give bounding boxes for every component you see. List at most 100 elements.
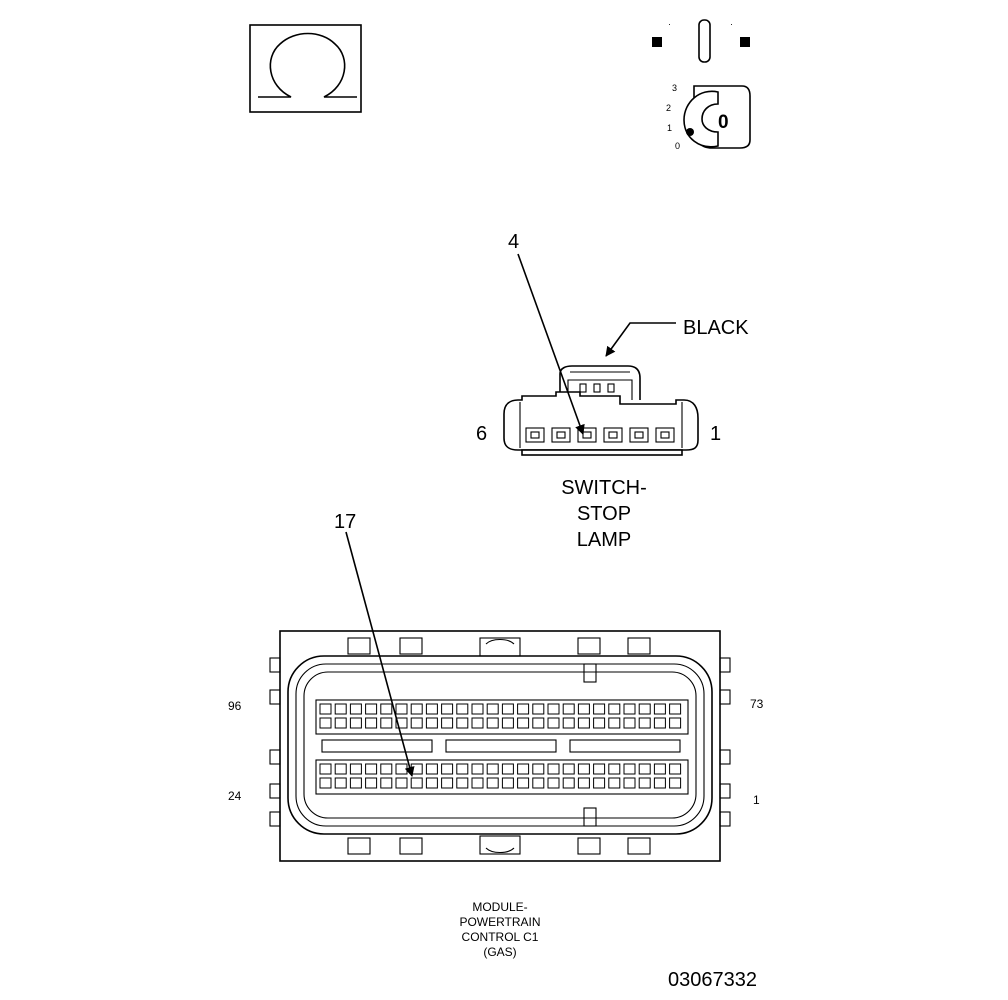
pcm-cavity (638, 703, 651, 715)
pcm-cavity (380, 763, 393, 775)
pcm-cavity (456, 777, 469, 789)
pcm-cavity (410, 703, 423, 715)
pcm-cavity (517, 763, 530, 775)
ignition-position-3: 3 (672, 83, 677, 93)
pcm-cavity (441, 717, 454, 729)
pcm-cavity (425, 777, 438, 789)
pcm-cavity (547, 703, 560, 715)
pcm-cavity (623, 777, 636, 789)
pcm-cavity (319, 717, 332, 729)
pcm-cavity (638, 777, 651, 789)
pcm-title-line-3: CONTROL C1 (462, 930, 539, 944)
pcm-cavity (410, 777, 423, 789)
pcm-cavity (380, 717, 393, 729)
pcm-cavity (471, 703, 484, 715)
pcm-cavity (501, 777, 514, 789)
pcm-cavity (653, 763, 666, 775)
ignition-position-1: 1 (667, 123, 672, 133)
pcm-cavity (410, 717, 423, 729)
pcm-cavity (669, 763, 682, 775)
pcm-cavity (395, 703, 408, 715)
pcm-cavity (501, 763, 514, 775)
pcm-cavity (532, 777, 545, 789)
pcm-cavity (562, 717, 575, 729)
color-callout: BLACK (683, 317, 749, 339)
pcm-cavity (547, 777, 560, 789)
pcm-cavity (425, 703, 438, 715)
stop-lamp-switch-connector (503, 365, 699, 456)
switch-title-line-2: STOP (577, 503, 631, 525)
pcm-cavity (365, 763, 378, 775)
pcm-cavity (608, 717, 621, 729)
switch-title-line-3: LAMP (577, 529, 631, 551)
pcm-cavity (441, 703, 454, 715)
pcm-cavity (593, 717, 606, 729)
pcm-cavity (486, 763, 499, 775)
pcm-cavity (608, 777, 621, 789)
pcm-cavity (365, 777, 378, 789)
pcm-cavity (349, 717, 362, 729)
pcm-cavity (425, 717, 438, 729)
connector-view-icon (249, 24, 362, 113)
pcm-cavity (562, 703, 575, 715)
pcm-cavity (532, 717, 545, 729)
pcm-cavity (593, 703, 606, 715)
pcm-cavity (623, 717, 636, 729)
pcm-cavity (349, 763, 362, 775)
pcm-cavity (669, 777, 682, 789)
pcm-cavity (425, 763, 438, 775)
pcm-cavity (593, 763, 606, 775)
pcm-cavity (532, 703, 545, 715)
pcm-c1-connector (269, 630, 731, 862)
pcm-cavity (486, 717, 499, 729)
pcm-cavity (334, 717, 347, 729)
pcm-cavity (349, 777, 362, 789)
pcm-cavity (669, 717, 682, 729)
key-label: 0 (718, 112, 729, 133)
switch-pin-callout: 4 (508, 231, 519, 253)
pcm-cavity (608, 763, 621, 775)
pcm-cavity (547, 717, 560, 729)
switch-cavities (525, 427, 675, 443)
ignition-position-2: 2 (666, 103, 671, 113)
pcm-cavity (501, 717, 514, 729)
pcm-cavity (577, 763, 590, 775)
pcm-cavity (471, 717, 484, 729)
pcm-cavity (365, 717, 378, 729)
pcm-cavity (410, 763, 423, 775)
pcm-pin-label-top-right: 73 (750, 697, 764, 711)
pcm-cavity (395, 717, 408, 729)
svg-text:·: · (730, 19, 733, 29)
pcm-cavity (380, 777, 393, 789)
ignition-switch-icon: · · 0 1 2 3 0 (652, 19, 751, 151)
pcm-cavity (380, 703, 393, 715)
switch-pin-label-right: 1 (710, 423, 721, 445)
pcm-cavity (532, 763, 545, 775)
pcm-cavity (334, 763, 347, 775)
pcm-cavity (577, 717, 590, 729)
pcm-cavity (456, 763, 469, 775)
pcm-cavity (319, 763, 332, 775)
ignition-position-0: 0 (675, 141, 680, 151)
pcm-cavity (334, 777, 347, 789)
pcm-title-line-1: MODULE- (472, 900, 527, 914)
pcm-cavity (638, 763, 651, 775)
pcm-cavity (653, 717, 666, 729)
pcm-cavity (638, 717, 651, 729)
pcm-cavity (562, 763, 575, 775)
pcm-cavity (623, 763, 636, 775)
switch-pin-label-left: 6 (476, 423, 487, 445)
pcm-cavity (486, 703, 499, 715)
pcm-cavity (441, 763, 454, 775)
pcm-cavity (653, 703, 666, 715)
pcm-pin-label-bottom-right: 1 (753, 793, 760, 807)
pcm-cavity (517, 703, 530, 715)
pcm-pin-label-bottom-left: 24 (228, 789, 242, 803)
pcm-cavity (319, 777, 332, 789)
pcm-pin-label-top-left: 96 (228, 699, 242, 713)
switch-title-line-1: SWITCH- (561, 477, 647, 499)
svg-text:·: · (668, 19, 671, 29)
pcm-cavity (577, 777, 590, 789)
pcm-title-line-2: POWERTRAIN (459, 915, 540, 929)
